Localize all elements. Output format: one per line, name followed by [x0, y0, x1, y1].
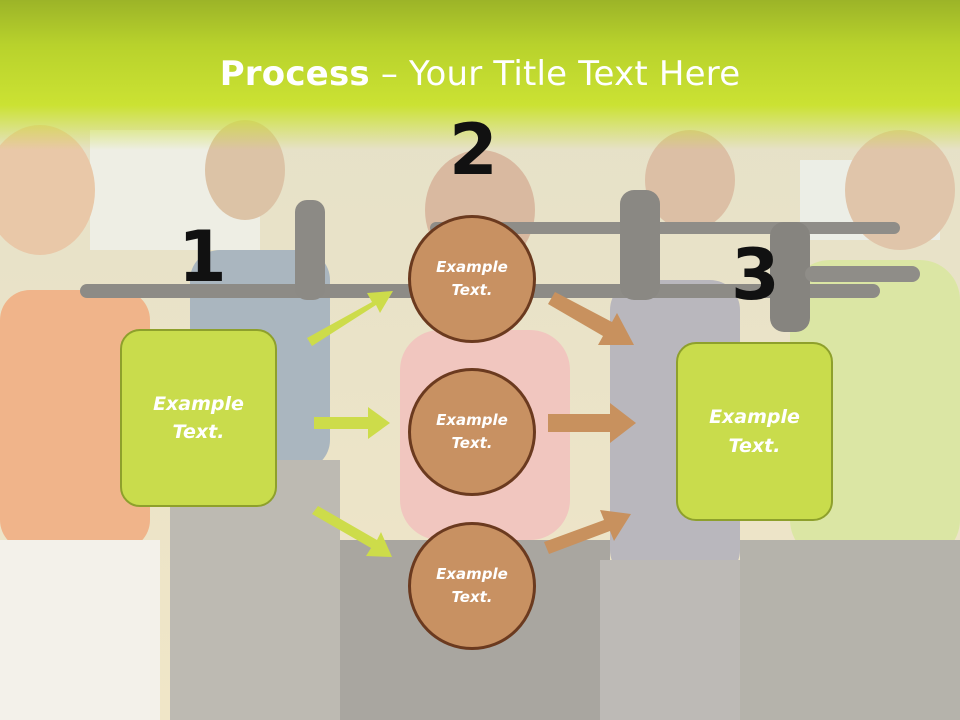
step-number-2: 2: [449, 109, 498, 191]
circle-middle-text: Example Text.: [427, 409, 517, 456]
circle-bottom-text: Example Text.: [427, 563, 517, 610]
circle-middle-line1: Example: [436, 410, 508, 429]
title-banner: [0, 0, 960, 150]
circle-middle[interactable]: Example Text.: [408, 368, 536, 496]
right-box-line1: Example: [709, 406, 800, 428]
slide-title[interactable]: Process – Your Title Text Here: [0, 54, 960, 94]
circle-bottom-line2: Text.: [451, 588, 493, 606]
title-rest: – Your Title Text Here: [369, 54, 741, 94]
left-box-text: Example Text.: [144, 390, 254, 447]
circle-top-line1: Example: [436, 257, 508, 276]
title-bold: Process: [219, 54, 370, 94]
left-box-line2: Text.: [172, 421, 225, 443]
circle-bottom-line1: Example: [436, 564, 508, 583]
step-number-3: 3: [731, 234, 780, 316]
right-box-text: Example Text.: [700, 403, 810, 460]
left-box-line1: Example: [153, 392, 244, 415]
circle-middle-line2: Text.: [451, 434, 493, 452]
circle-bottom[interactable]: Example Text.: [408, 522, 536, 650]
step-number-1: 1: [178, 216, 227, 298]
right-box[interactable]: Example Text.: [676, 342, 833, 521]
left-box[interactable]: Example Text.: [120, 329, 277, 507]
circle-top[interactable]: Example Text.: [408, 215, 536, 343]
circle-top-line2: Text.: [451, 281, 493, 299]
right-box-line2: Text.: [728, 434, 781, 457]
circle-top-text: Example Text.: [427, 256, 517, 303]
